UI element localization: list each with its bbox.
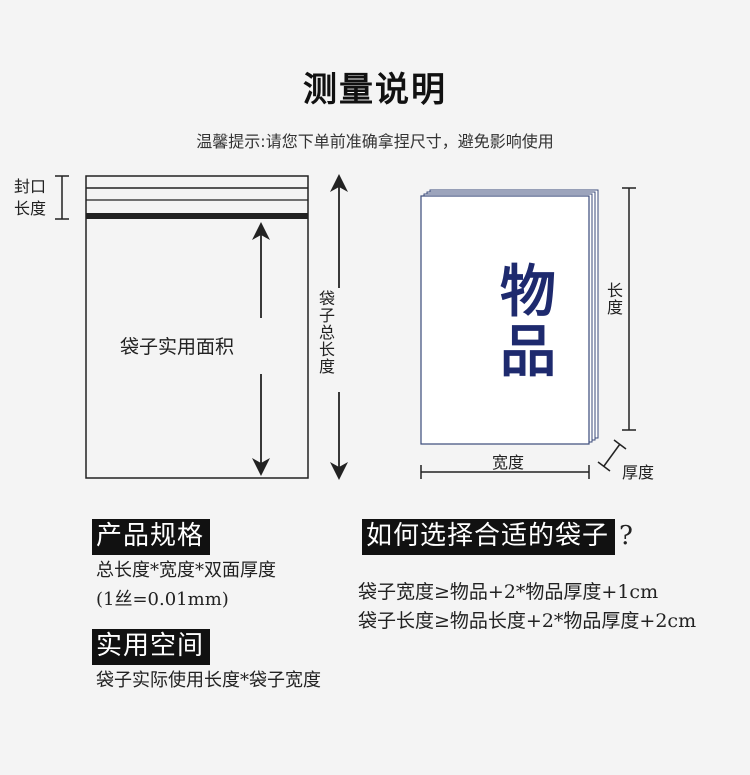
total-length-arrow [330,174,348,480]
space-section: 实用空间 [92,629,211,665]
tip-text: 温馨提示:请您下单前准确拿捏尺寸，避免影响使用 [196,132,554,151]
bag-drawing [85,175,309,479]
page-title: 测量说明 [303,70,447,110]
item-text: 物 品 [500,259,556,385]
item-thickness-label: 厚度 [622,463,655,482]
specs-line-1: 总长度*宽度*双面厚度 [96,560,276,581]
specs-title: 产品规格 [92,519,211,555]
item-width-label: 宽度 [492,453,525,472]
specs-text: 总长度*宽度*双面厚度 (1丝=0.01mm) [96,556,276,614]
specs-section: 产品规格 [92,519,211,555]
item-length-label: 长度 [604,282,623,316]
specs-line-2: (1丝=0.01mm) [96,589,229,610]
choose-section: 如何选择合适的袋子? [362,519,633,555]
formula-width: 袋子宽度≥物品+2*物品厚度+1cm [358,581,659,603]
choose-question-mark: ? [619,521,633,551]
total-length-label: 袋子总长度 [316,290,335,375]
seal-length-label: 封口 长度 [14,177,47,218]
choose-title: 如何选择合适的袋子 [362,519,616,555]
choose-formulas: 袋子宽度≥物品+2*物品厚度+1cm 袋子长度≥物品长度+2*物品厚度+2cm [358,578,696,636]
usable-area-arrow [252,222,270,476]
thickness-bracket [597,439,627,472]
usable-area-label: 袋子实用面积 [120,336,235,358]
seal-length-bracket [55,175,69,220]
space-line-1: 袋子实际使用长度*袋子宽度 [96,670,321,691]
space-title: 实用空间 [92,629,211,665]
item-drawing [420,189,599,445]
item-width-bracket [420,465,590,479]
item-length-bracket [622,187,636,431]
formula-length: 袋子长度≥物品长度+2*物品厚度+2cm [358,610,697,632]
